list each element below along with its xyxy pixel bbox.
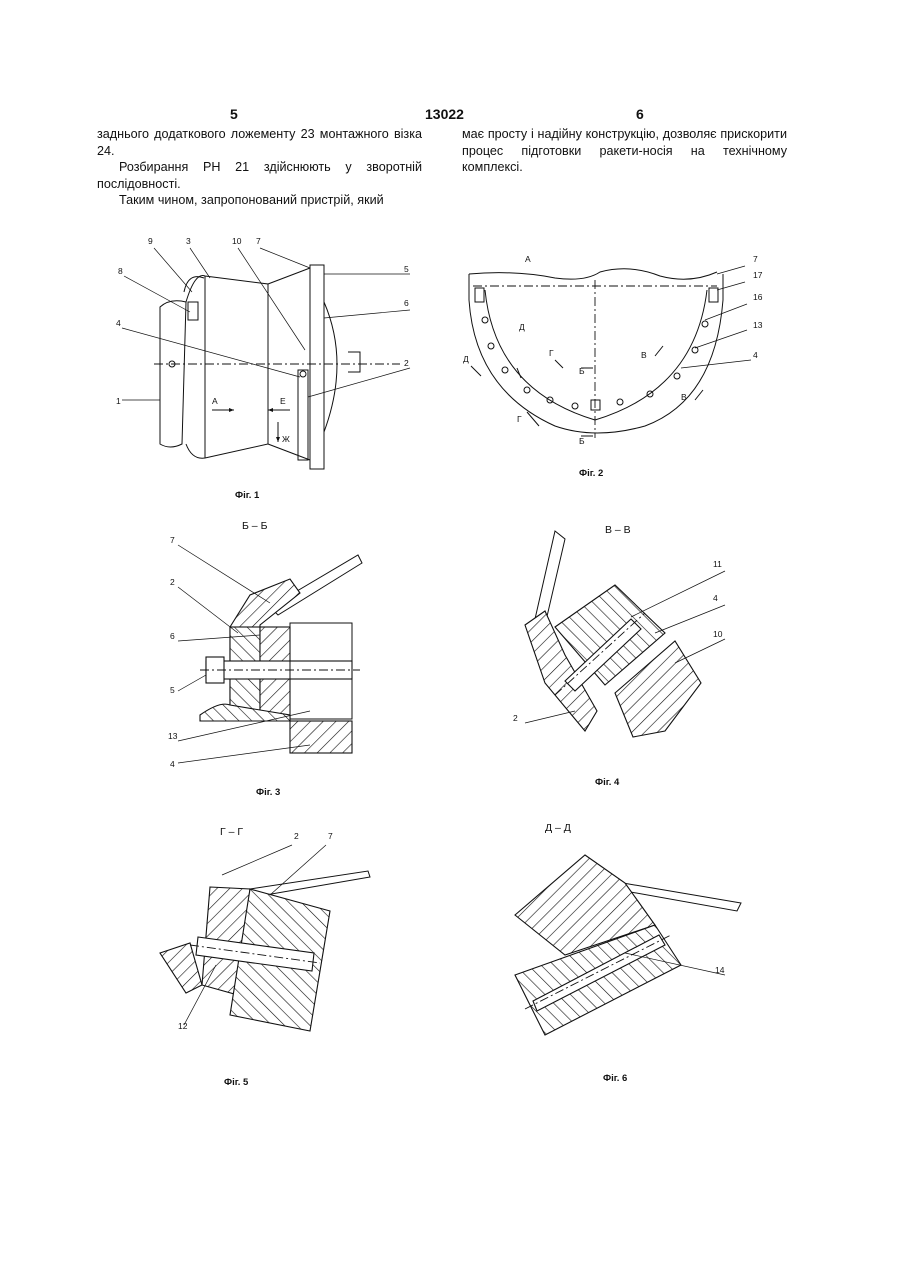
nozzle [348,352,360,372]
fig1-label: 4 [116,318,121,328]
fig2-caption: Фіг. 2 [579,468,603,479]
fig2-label: 16 [753,292,763,302]
bracket-block [475,288,484,302]
fig1-label: 5 [404,264,409,274]
fig4-caption: Фіг. 4 [595,777,620,788]
fig4-section-title: В – В [605,524,631,536]
paragraph: має просту і надійну конструкцію, дозвол… [462,126,787,176]
figure-3: Б – Б 7 2 6 5 13 4 Фіг. 3 [160,515,375,800]
fig2-section-mark: Г [549,348,554,358]
bracket-part-9 [184,277,204,292]
fig1-arrow-label: Ж [282,434,290,444]
fig1-arrow-label: А [212,396,218,406]
fig4-label: 2 [513,713,518,723]
fig6-label: 14 [715,965,725,975]
fig3-label: 7 [170,535,175,545]
flange-part-1 [160,301,186,447]
fig2-label: 4 [753,350,758,360]
fig3-label: 2 [170,577,175,587]
arrow-e-head [268,408,273,412]
fig3-label: 5 [170,685,175,695]
fig5-section-title: Г – Г [220,826,243,838]
fig1-label: 2 [404,358,409,368]
page-number-left: 5 [230,106,238,122]
section-marks [471,346,703,436]
bolt-markers [482,317,708,410]
flange [160,943,202,993]
fig3-label: 4 [170,759,175,769]
pin-hole [300,371,306,377]
fig1-label: 8 [118,266,123,276]
figure-4: В – В 11 4 10 2 Фіг. 4 [505,515,745,800]
paragraph: заднього додаткового ложементу 23 монтаж… [97,126,422,159]
fig2-top-letter: А [525,254,531,264]
pin-part-6 [298,370,308,460]
bracket-block [709,288,718,302]
fig1-label: 3 [186,236,191,246]
ring-plate [268,265,324,469]
fig2-section-mark: Б [579,436,585,446]
fig2-section-mark: Д [519,322,525,332]
fig1-label: 6 [404,298,409,308]
fig1-label: 7 [256,236,261,246]
paragraph: Таким чином, запропонований пристрій, як… [97,192,422,209]
fig6-section-title: Д – Д [545,822,571,834]
fig4-label: 4 [713,593,718,603]
figure-2: А 7 17 16 13 4 Д Д Г Г Б Б В В Фіг. 2 [455,250,775,482]
document-number: 13022 [425,106,464,122]
skin-panel [535,531,565,625]
fairing-arc [324,302,337,432]
fig2-label: 13 [753,320,763,330]
bolt-part-5 [206,661,352,679]
fig2-label: 7 [753,254,758,264]
fig2-section-mark: В [641,350,647,360]
fig1-label: 1 [116,396,121,406]
fig2-section-mark: Б [579,366,585,376]
figure-1: 9 3 10 7 5 8 6 4 2 1 А Е Ж Фіг. 1 [100,232,430,512]
figure-5: Г – Г 2 7 12 Фіг. 5 [150,815,380,1095]
fig1-caption: Фіг. 1 [235,490,260,501]
fig1-label: 10 [232,236,242,246]
half-ring-outer [469,274,723,433]
fig3-label: 13 [168,731,178,741]
paragraph: Розбирання РН 21 здійснюють у зворотній … [97,159,422,192]
fairing-edge [469,269,717,279]
fig1-label: 9 [148,236,153,246]
right-text-column: має просту і надійну конструкцію, дозвол… [462,126,787,176]
page-number-right: 6 [636,106,644,122]
fig3-caption: Фіг. 3 [256,787,280,798]
fig5-caption: Фіг. 5 [224,1077,249,1088]
fig2-section-mark: В [681,392,687,402]
fig5-label: 7 [328,831,333,841]
fig5-label: 2 [294,831,299,841]
arrow-a-head [229,408,234,412]
fig5-label: 12 [178,1021,188,1031]
fig3-section-title: Б – Б [242,520,268,532]
fig1-arrow-label: Е [280,396,286,406]
fig3-label: 6 [170,631,175,641]
part-4 [290,721,352,753]
fig4-label: 10 [713,629,723,639]
bolt-part-8 [188,302,198,320]
arrow-zh-head [276,437,280,442]
fig4-label: 11 [713,559,722,569]
fig6-caption: Фіг. 6 [603,1073,627,1084]
skin-panel [250,871,370,897]
fig2-section-mark: Г [517,414,522,424]
fig2-label: 17 [753,270,763,280]
figure-6: Д – Д 14 Фіг. 6 [505,815,755,1090]
fig2-section-mark: Д [463,354,469,364]
left-text-column: заднього додаткового ложементу 23 монтаж… [97,126,422,209]
